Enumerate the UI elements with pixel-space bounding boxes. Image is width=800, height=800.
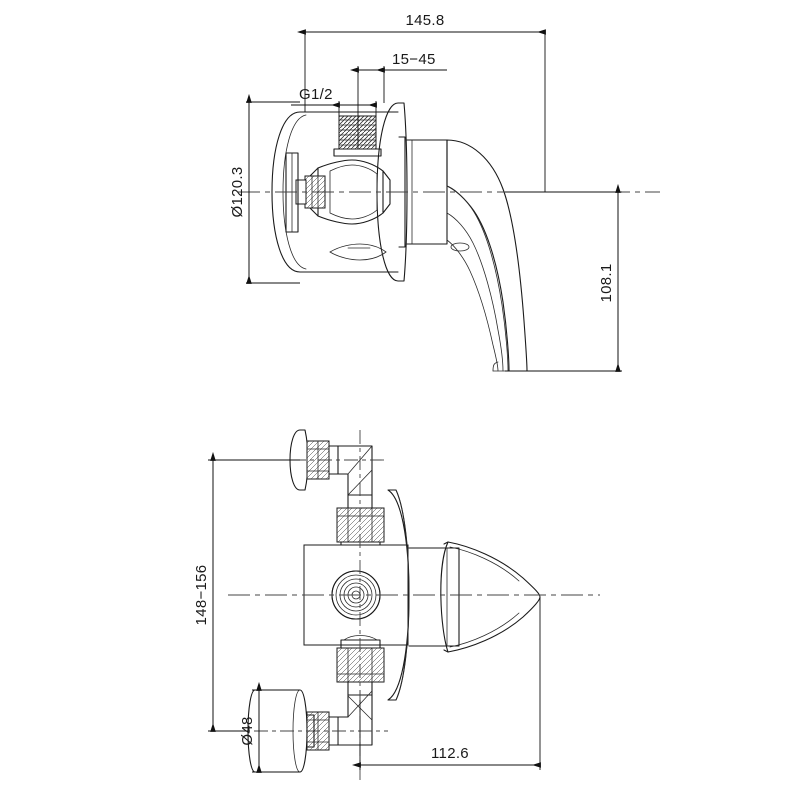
dim-145-8: 145.8: [296, 12, 546, 192]
dim-g12: G1/2: [291, 86, 377, 116]
dim-112-6: 112.6: [351, 597, 541, 770]
dim-d48-label: Ø48: [239, 716, 256, 745]
dim-145-8-label: 145.8: [405, 12, 444, 29]
wall-flange: [285, 152, 299, 233]
dim-d120-3-label: Ø120.3: [229, 166, 246, 217]
upper-elbow: [337, 445, 373, 511]
dim-148-156-label: 148−156: [193, 565, 210, 626]
collar-dimple: [450, 242, 470, 252]
dim-108-1-label: 108.1: [598, 263, 615, 302]
body-lower-detail: [329, 243, 387, 261]
dim-d48: Ø48: [239, 681, 300, 773]
lower-compression-nut: [336, 635, 385, 683]
dim-15-45-label: 15−45: [392, 51, 436, 68]
dim-g12-label: G1/2: [299, 86, 333, 103]
lower-elbow: [337, 681, 373, 746]
dome-handle: [440, 541, 541, 653]
lever-handle: [446, 139, 528, 372]
dim-148-156: 148−156: [193, 451, 300, 732]
cartridge-sleeve: [408, 547, 460, 647]
inlet-thread-nipple: [333, 115, 382, 157]
upper-compression-nut: [336, 507, 385, 555]
dim-112-6-label: 112.6: [431, 745, 469, 762]
side-elevation-view: 145.8 15−45 G1/2: [229, 12, 660, 372]
escutcheon-front: [387, 489, 410, 701]
front-elevation-view: 148−156 Ø48 112.6: [193, 429, 600, 780]
dim-d120-3: Ø120.3: [229, 93, 300, 284]
dim-108-1: 108.1: [505, 183, 622, 372]
